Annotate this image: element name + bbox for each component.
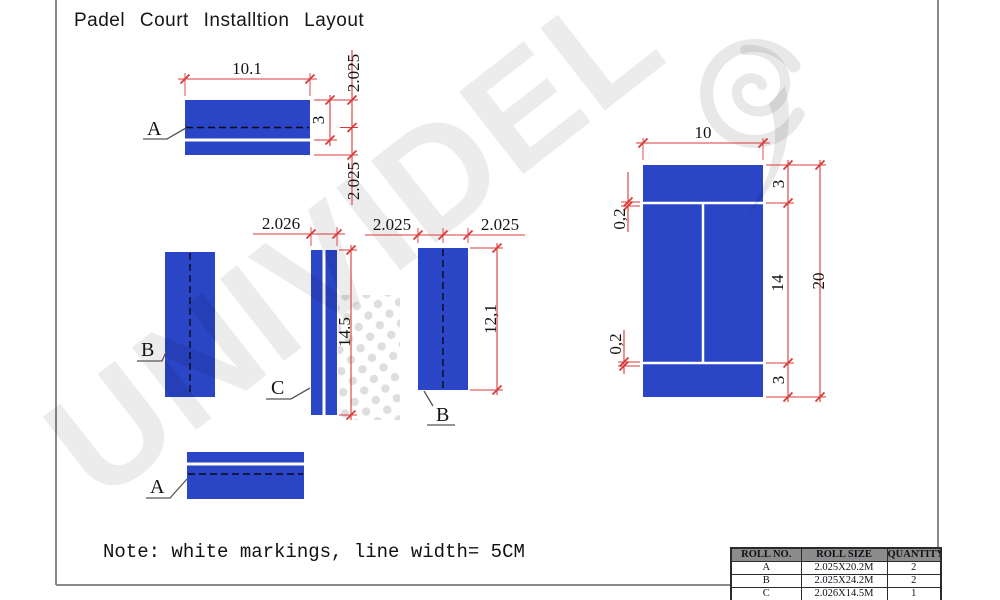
- dim-value: 10.1: [232, 59, 262, 78]
- dim-value: 2.026: [262, 214, 300, 233]
- dimensions: 10.1 3 2.025 2.025 2.026 1: [178, 50, 828, 421]
- label-leader-line: [146, 478, 188, 499]
- court-assembly: [643, 165, 763, 397]
- dim-a-top-marking-offset: 3: [309, 94, 358, 146]
- table-row: C 2.026X14.5M 1: [730, 587, 942, 600]
- piece-b-right: [418, 248, 468, 390]
- piece-a-bottom-rect: [187, 452, 304, 499]
- quantity-cell: 1: [886, 587, 942, 600]
- dim-ticks: [491, 242, 503, 396]
- dim-ticks: [622, 196, 634, 212]
- roll-no-cell: A: [730, 561, 802, 575]
- watermark-swirl-icon: [700, 38, 805, 214]
- piece-a-top: [185, 100, 310, 155]
- label-value: B: [436, 404, 449, 426]
- label-value: B: [141, 339, 154, 361]
- roll-size-cell: 2.025X24.2M: [800, 574, 888, 588]
- roll-table-header-row: ROLL NO. ROLL SIZE QUANTITY: [730, 547, 942, 562]
- dim-ext-lines: [642, 138, 764, 160]
- dim-value: 14.5: [335, 317, 354, 347]
- dim-ext-lines: [766, 164, 826, 398]
- roll-table-header-quantity: QUANTITY: [886, 547, 942, 562]
- roll-no-cell: B: [730, 574, 802, 588]
- dim-c-length: 14.5: [335, 244, 357, 421]
- label-piece-a-bottom: A: [146, 476, 188, 499]
- label-piece-b-left: B: [137, 339, 167, 362]
- label-leader-line: [143, 127, 187, 140]
- dim-value: 3: [309, 116, 328, 125]
- dim-value: 0,2: [610, 208, 629, 229]
- drawing-title: Padel Court Installtion Layout: [74, 10, 364, 31]
- dim-ext-lines: [310, 227, 338, 246]
- dim-ticks: [346, 94, 358, 161]
- roll-table: ROLL NO. ROLL SIZE QUANTITY A 2.025X20.2…: [730, 547, 942, 600]
- dim-ticks: [637, 137, 769, 149]
- dim-value: 2.025: [373, 215, 411, 234]
- dim-ticks: [412, 229, 474, 241]
- dim-court-width: 10: [636, 123, 770, 160]
- piece-c: [311, 250, 337, 415]
- piece-b-left: [165, 252, 215, 397]
- dim-court-length: 20: [809, 159, 828, 403]
- label-leader-line: [423, 390, 455, 426]
- dim-ext-lines: [314, 99, 358, 141]
- table-row: B 2.025X24.2M 2: [730, 574, 942, 588]
- label-value: C: [271, 377, 284, 399]
- roll-size-cell: 2.025X20.2M: [800, 561, 888, 575]
- dim-ticks: [782, 159, 794, 403]
- roll-table-header-roll-no: ROLL NO.: [730, 547, 802, 562]
- dim-ext-lines: [339, 249, 357, 416]
- roll-size-cell: 2.026X14.5M: [800, 587, 888, 600]
- note-text: Note: white markings, line width= 5CM: [103, 541, 525, 563]
- watermark-dot-pattern: [338, 295, 400, 420]
- label-piece-a-top: A: [143, 118, 187, 140]
- dim-ext-lines: [314, 127, 358, 156]
- dim-ticks: [305, 228, 343, 240]
- label-piece-c: C: [266, 377, 311, 400]
- dim-value: 3: [769, 180, 788, 189]
- dim-line-width-top: 0,2: [610, 172, 640, 232]
- dim-b-right-length: 12,1: [470, 242, 503, 396]
- dim-value: 2.025: [481, 215, 519, 234]
- dim-ticks: [618, 356, 630, 372]
- dim-court-segments: 3 14 3: [766, 159, 826, 403]
- dim-ticks: [345, 244, 357, 421]
- dim-value: 3: [769, 376, 788, 385]
- label-leader-line: [266, 387, 311, 400]
- dim-c-width: 2.026: [253, 214, 345, 246]
- dim-value: 14: [768, 274, 787, 292]
- dim-a-top-length: 10.1: [178, 59, 317, 96]
- label-leader-line: [137, 351, 167, 362]
- dim-value: 2.025: [344, 54, 363, 92]
- dim-value: 20: [809, 273, 828, 290]
- dim-line-width-bottom: 0,2: [606, 330, 640, 374]
- dim-ticks: [179, 73, 316, 85]
- dim-ticks: [814, 159, 826, 403]
- dim-value: 12,1: [481, 304, 500, 334]
- dim-b-right-widths: 2.025 2.025: [365, 215, 525, 243]
- dim-value: 10: [695, 123, 712, 142]
- label-value: A: [147, 118, 162, 140]
- roll-table-header-roll-size: ROLL SIZE: [800, 547, 888, 562]
- table-row: A 2.025X20.2M 2: [730, 561, 942, 575]
- piece-labels: A B C B A: [137, 118, 455, 499]
- quantity-cell: 2: [886, 574, 942, 588]
- dim-value: 0,2: [606, 333, 625, 354]
- roll-no-cell: C: [730, 587, 802, 600]
- quantity-cell: 2: [886, 561, 942, 575]
- dim-value: 2.025: [344, 162, 363, 200]
- piece-a-bottom: [187, 452, 304, 499]
- dim-ext-lines: [184, 73, 311, 96]
- label-value: A: [150, 476, 165, 498]
- roll-pieces: [165, 100, 763, 499]
- dim-ticks: [324, 94, 336, 146]
- label-piece-b-right: B: [423, 390, 455, 426]
- dim-a-top-roll-widths: 2.025 2.025: [314, 50, 363, 205]
